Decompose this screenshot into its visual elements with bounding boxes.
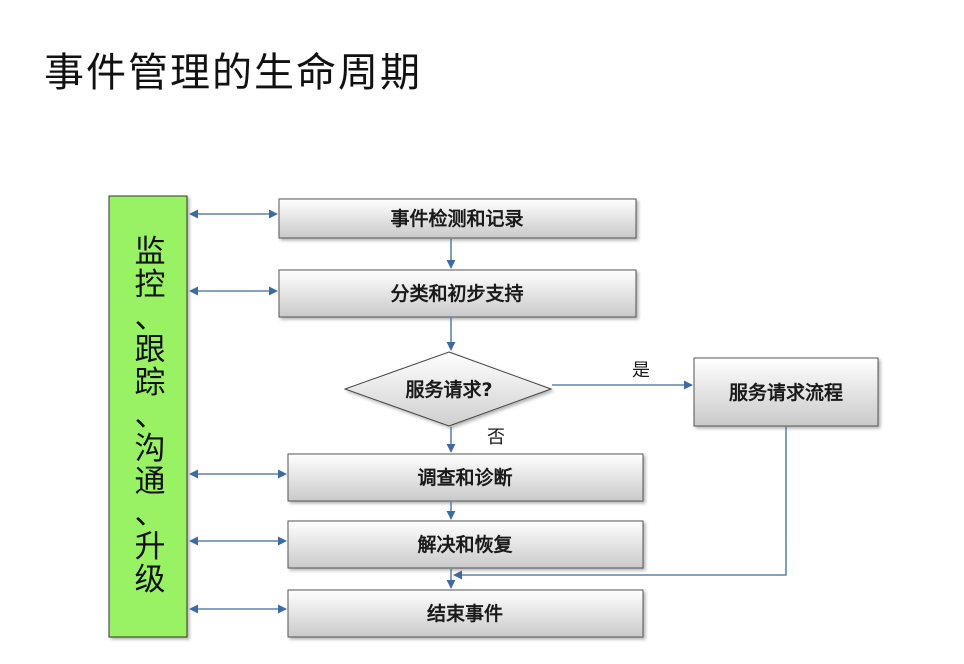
side-arrows bbox=[189, 209, 287, 614]
branch-no-label: 否 bbox=[487, 427, 505, 448]
side-char: 踪 bbox=[135, 365, 166, 401]
side-char: 控 bbox=[135, 267, 166, 303]
side-char: 通 bbox=[135, 464, 166, 500]
node-resolve-label: 解决和恢复 bbox=[417, 533, 513, 556]
node-decision-label: 服务请求? bbox=[405, 378, 492, 401]
node-investigate-label: 调查和诊断 bbox=[417, 466, 512, 489]
side-char: 级 bbox=[135, 562, 166, 598]
page-title: 事件管理的生命周期 bbox=[44, 50, 422, 96]
side-char: 监 bbox=[135, 234, 166, 270]
node-service-label: 服务请求流程 bbox=[729, 381, 843, 404]
side-panel-text: 监控、跟踪、沟通、升级 bbox=[135, 234, 166, 598]
side-char: 沟 bbox=[135, 431, 166, 467]
node-resolve: 解决和恢复 bbox=[287, 520, 644, 569]
side-char: 、 bbox=[135, 398, 166, 434]
node-detect-label: 事件检测和记录 bbox=[390, 207, 523, 230]
node-classify: 分类和初步支持 bbox=[278, 269, 637, 318]
branch-yes-label: 是 bbox=[632, 360, 650, 381]
node-decision: 服务请求? bbox=[343, 351, 553, 427]
side-char: 升 bbox=[135, 529, 166, 565]
side-char: 、 bbox=[135, 496, 166, 532]
side-char: 跟 bbox=[135, 332, 166, 368]
side-char: 、 bbox=[135, 300, 166, 336]
node-close: 结束事件 bbox=[287, 589, 644, 638]
node-close-label: 结束事件 bbox=[427, 602, 503, 625]
flow-arrows bbox=[446, 239, 787, 589]
side-panel: 监控、跟踪、沟通、升级 bbox=[108, 195, 188, 638]
node-detect: 事件检测和记录 bbox=[278, 198, 637, 239]
node-classify-label: 分类和初步支持 bbox=[390, 282, 523, 305]
node-investigate: 调查和诊断 bbox=[287, 453, 644, 502]
node-service: 服务请求流程 bbox=[693, 357, 879, 427]
arrow-service-return bbox=[453, 427, 787, 580]
